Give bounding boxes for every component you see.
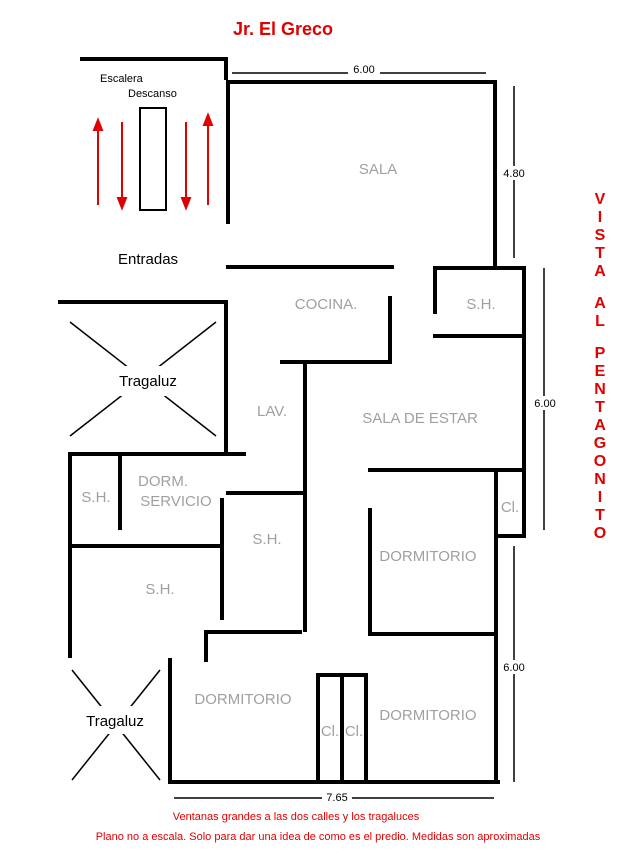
side-text-letter: P: [595, 345, 606, 362]
side-text-letter: A: [594, 295, 606, 312]
skylight-label-top: Tragaluz: [119, 373, 177, 390]
room-sh-3: S.H.: [252, 531, 281, 548]
side-text-letter: G: [594, 435, 606, 452]
stair-label-descanso: Descanso: [128, 88, 177, 100]
stair-label-escalera: Escalera: [100, 73, 144, 85]
dim-top: 6.00: [353, 64, 374, 76]
dim-right-lower: 6.00: [503, 662, 524, 674]
room-cocina: COCINA.: [295, 296, 358, 313]
room-dormitorio-3: DORMITORIO: [379, 707, 476, 724]
note-line-1: Ventanas grandes a las dos calles y los …: [173, 811, 420, 823]
side-text-letter: E: [595, 363, 606, 380]
room-dorm-servicio-2: SERVICIO: [140, 493, 211, 510]
entrance-label: Entradas: [118, 251, 178, 268]
side-text-letter: T: [595, 399, 605, 416]
side-text-letter: A: [594, 263, 606, 280]
room-dormitorio-1: DORMITORIO: [379, 548, 476, 565]
room-sh-1: S.H.: [466, 296, 495, 313]
side-text-letter: T: [595, 507, 605, 524]
room-sala-estar: SALA DE ESTAR: [362, 410, 478, 427]
stair: Escalera Descanso: [92, 73, 214, 211]
room-lav: LAV.: [257, 403, 287, 420]
side-text-letter: L: [595, 313, 605, 330]
side-text-letter: T: [595, 245, 605, 262]
street-title: Jr. El Greco: [233, 19, 333, 39]
room-closet-1: Cl.: [501, 499, 519, 516]
side-text-letter: I: [598, 209, 602, 226]
side-text-letter: O: [594, 525, 606, 542]
side-text-letter: N: [594, 471, 606, 488]
walls: [58, 57, 526, 784]
dim-right-upper: 4.80: [503, 168, 524, 180]
stair-arrows: [92, 112, 214, 211]
room-sala: SALA: [359, 161, 397, 178]
room-sh-4: S.H.: [145, 581, 174, 598]
dim-right-middle: 6.00: [534, 398, 555, 410]
side-text-letter: N: [594, 381, 606, 398]
side-text-letter: V: [595, 191, 606, 208]
skylight-label-bottom: Tragaluz: [86, 713, 144, 730]
side-text-letter: A: [594, 417, 606, 434]
room-dorm-servicio-1: DORM.: [138, 473, 188, 490]
side-text-letter: I: [598, 489, 602, 506]
note-line-2: Plano no a escala. Solo para dar una ide…: [96, 831, 541, 843]
skylight-bottom: Tragaluz: [70, 669, 161, 781]
room-closet-3: Cl.: [345, 723, 363, 740]
side-text-letter: S: [595, 227, 606, 244]
dim-bottom: 7.65: [326, 792, 347, 804]
room-closet-2: Cl.: [321, 723, 339, 740]
side-text-letter: O: [594, 453, 606, 470]
skylight-top: Tragaluz: [69, 321, 217, 437]
room-sh-2: S.H.: [81, 489, 110, 506]
room-dormitorio-2: DORMITORIO: [194, 691, 291, 708]
